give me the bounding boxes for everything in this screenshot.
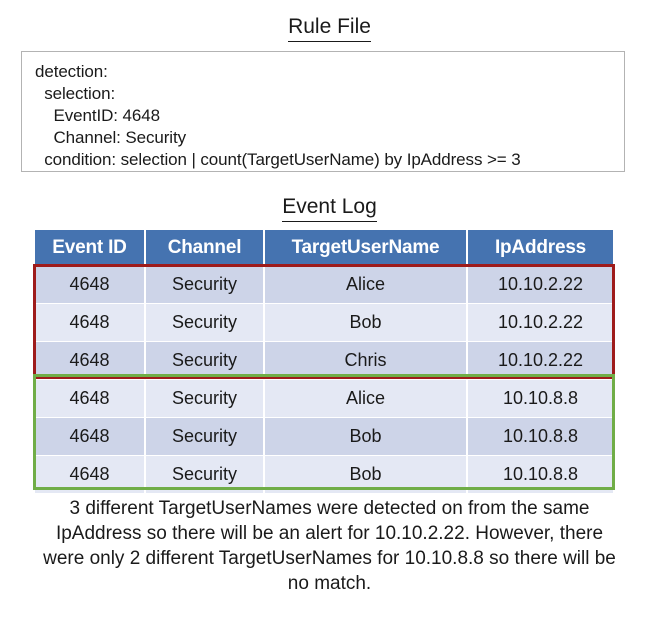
cell-event-id: 4648 (35, 266, 146, 304)
rule-file-box: detection: selection: EventID: 4648 Chan… (21, 51, 625, 172)
table-row: 4648 Security Alice 10.10.8.8 (35, 379, 613, 418)
column-header-ip-address: IpAddress (466, 230, 613, 266)
table-row: 4648 Security Bob 10.10.8.8 (35, 417, 613, 456)
cell-target-user-name: Alice (263, 266, 468, 304)
event-log-title-text: Event Log (282, 195, 377, 222)
table-row: 4648 Security Bob 10.10.2.22 (35, 303, 613, 342)
cell-channel: Security (144, 341, 265, 380)
rule-file-title-text: Rule File (288, 15, 371, 42)
event-log-table: Event ID Channel TargetUserName IpAddres… (35, 230, 613, 494)
explanation-caption: 3 different TargetUserNames were detecte… (43, 498, 616, 594)
cell-target-user-name: Bob (263, 417, 468, 456)
cell-ip-address: 10.10.8.8 (466, 455, 613, 494)
cell-event-id: 4648 (35, 341, 146, 380)
rule-line-eventid: EventID: 4648 (35, 106, 160, 125)
rule-line-selection: selection: (35, 84, 116, 103)
cell-channel: Security (144, 379, 265, 418)
cell-event-id: 4648 (35, 455, 146, 494)
table-row: 4648 Security Chris 10.10.2.22 (35, 341, 613, 380)
cell-channel: Security (144, 266, 265, 304)
cell-event-id: 4648 (35, 303, 146, 342)
cell-ip-address: 10.10.2.22 (466, 303, 613, 342)
table-row: 4648 Security Alice 10.10.2.22 (35, 266, 613, 304)
event-log-table-wrapper: Event ID Channel TargetUserName IpAddres… (35, 230, 613, 494)
cell-ip-address: 10.10.8.8 (466, 417, 613, 456)
cell-event-id: 4648 (35, 417, 146, 456)
cell-event-id: 4648 (35, 379, 146, 418)
event-log-title: Event Log (0, 195, 659, 222)
table-row: 4648 Security Bob 10.10.8.8 (35, 455, 613, 494)
cell-target-user-name: Alice (263, 379, 468, 418)
cell-ip-address: 10.10.2.22 (466, 341, 613, 380)
rule-line-condition: condition: selection | count(TargetUserN… (35, 150, 521, 169)
cell-channel: Security (144, 303, 265, 342)
cell-target-user-name: Chris (263, 341, 468, 380)
column-header-event-id: Event ID (35, 230, 146, 266)
cell-target-user-name: Bob (263, 455, 468, 494)
column-header-target-user-name: TargetUserName (263, 230, 468, 266)
cell-channel: Security (144, 455, 265, 494)
table-header-row: Event ID Channel TargetUserName IpAddres… (35, 230, 613, 266)
cell-channel: Security (144, 417, 265, 456)
rule-line-channel: Channel: Security (35, 128, 186, 147)
rule-line-detection: detection: (35, 62, 108, 81)
cell-target-user-name: Bob (263, 303, 468, 342)
rule-file-title: Rule File (0, 15, 659, 42)
column-header-channel: Channel (144, 230, 265, 266)
cell-ip-address: 10.10.2.22 (466, 266, 613, 304)
cell-ip-address: 10.10.8.8 (466, 379, 613, 418)
